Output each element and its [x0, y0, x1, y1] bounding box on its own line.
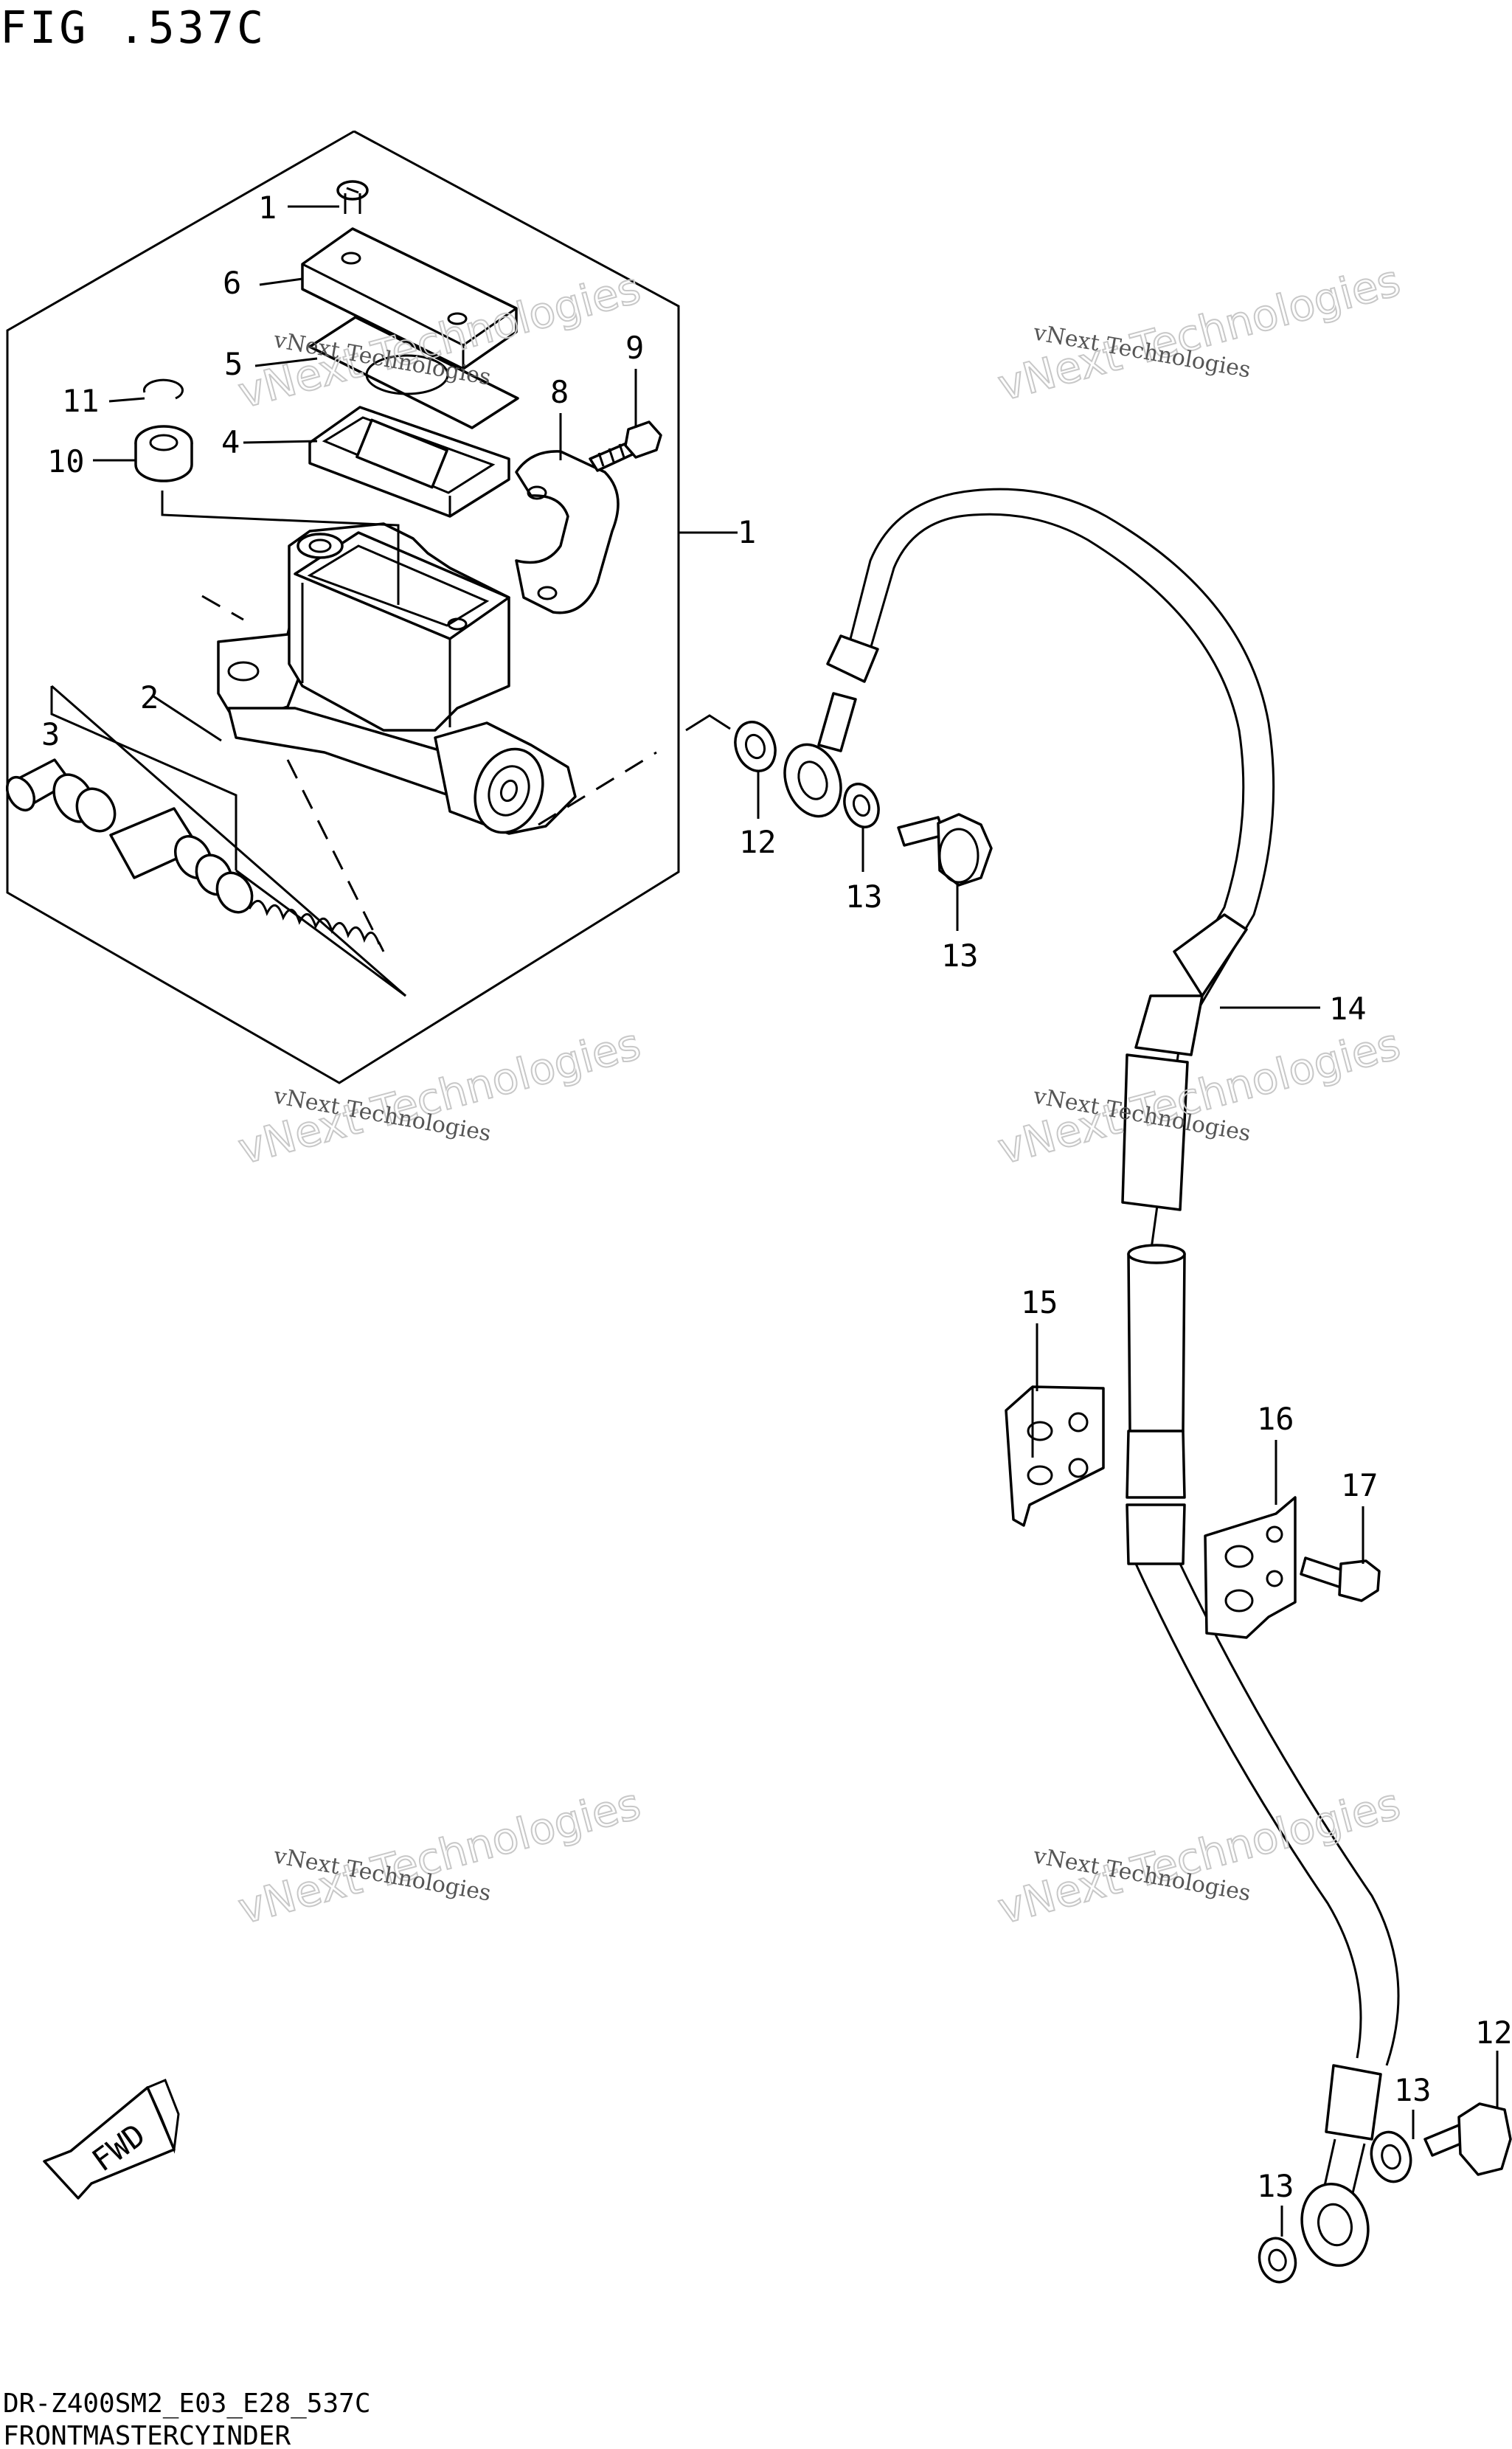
- callout-labels: 1 6 5 4 11 10 8 9 1 2 3 12 13 13 14 15 1…: [41, 190, 1512, 2204]
- callout-13b: 13: [845, 879, 883, 915]
- part-bolt-9[interactable]: [589, 420, 662, 472]
- assembly-dash-lines: [161, 491, 731, 952]
- callout-13a: 12: [739, 824, 777, 860]
- model-code: DR-Z400SM2_E03_E28_537C: [3, 2389, 371, 2419]
- callout-8: 8: [550, 374, 569, 410]
- part-clamp-8[interactable]: [515, 450, 620, 614]
- part-hose-clamp-15[interactable]: [1005, 1385, 1105, 1527]
- part-reservoir-cap-6[interactable]: [301, 227, 518, 370]
- part-screw-7[interactable]: [336, 180, 369, 214]
- callout-13c: 13: [1394, 2072, 1432, 2108]
- figure-title: FIG .537C: [0, 2, 266, 54]
- watermarks: vNext Technologies vNext Technologies vN…: [232, 254, 1406, 1935]
- part-boot-10[interactable]: [134, 425, 193, 482]
- figure-caption: FRONTMASTERCYINDER: [3, 2421, 291, 2449]
- callout-14: 14: [1329, 991, 1367, 1027]
- callout-12a: 13: [941, 938, 979, 974]
- callout-13d: 13: [1257, 2168, 1294, 2204]
- callout-11: 11: [62, 383, 100, 419]
- part-washer-13d[interactable]: [1366, 2127, 1416, 2186]
- callout-10: 10: [47, 443, 85, 479]
- part-washer-13a[interactable]: [729, 716, 782, 777]
- callout-5: 5: [224, 346, 243, 382]
- callout-16: 16: [1257, 1401, 1294, 1437]
- part-bolt-17[interactable]: [1300, 1556, 1381, 1602]
- fwd-direction-arrow: FWD: [43, 2079, 180, 2200]
- part-hose-banjo-upper[interactable]: [775, 692, 857, 824]
- callout-17: 17: [1341, 1467, 1379, 1503]
- part-washer-13b[interactable]: [839, 779, 884, 831]
- callout-9: 9: [625, 330, 644, 366]
- master-cylinder-assembly-outline: [6, 130, 738, 1084]
- callout-12b: 12: [1475, 2015, 1512, 2051]
- part-piston-kit-2[interactable]: [50, 685, 406, 997]
- callout-15: 15: [1021, 1284, 1058, 1320]
- part-spring[interactable]: [248, 900, 381, 945]
- part-circlip-11[interactable]: [142, 378, 184, 400]
- part-plate-5[interactable]: [308, 316, 519, 429]
- callout-7: 1: [258, 190, 277, 226]
- leader-lines: [93, 205, 1499, 2237]
- part-piston-cup-3[interactable]: [1, 758, 259, 918]
- part-union-bolt-12a[interactable]: [897, 813, 993, 887]
- part-brake-hose-14[interactable]: [826, 488, 1400, 2206]
- part-master-cylinder-body[interactable]: [217, 522, 577, 842]
- part-washer-13c[interactable]: [1255, 2234, 1300, 2286]
- callout-4: 4: [221, 424, 240, 460]
- callout-6: 6: [223, 265, 241, 301]
- part-diaphragm-4[interactable]: [308, 406, 510, 518]
- part-hose-clamp-16[interactable]: [1204, 1496, 1297, 1639]
- part-union-bolt-12b[interactable]: [1423, 2102, 1512, 2176]
- part-hose-banjo-lower[interactable]: [1293, 2177, 1377, 2273]
- callout-3: 3: [41, 716, 60, 752]
- callout-1: 1: [738, 514, 756, 550]
- callout-2: 2: [140, 679, 159, 716]
